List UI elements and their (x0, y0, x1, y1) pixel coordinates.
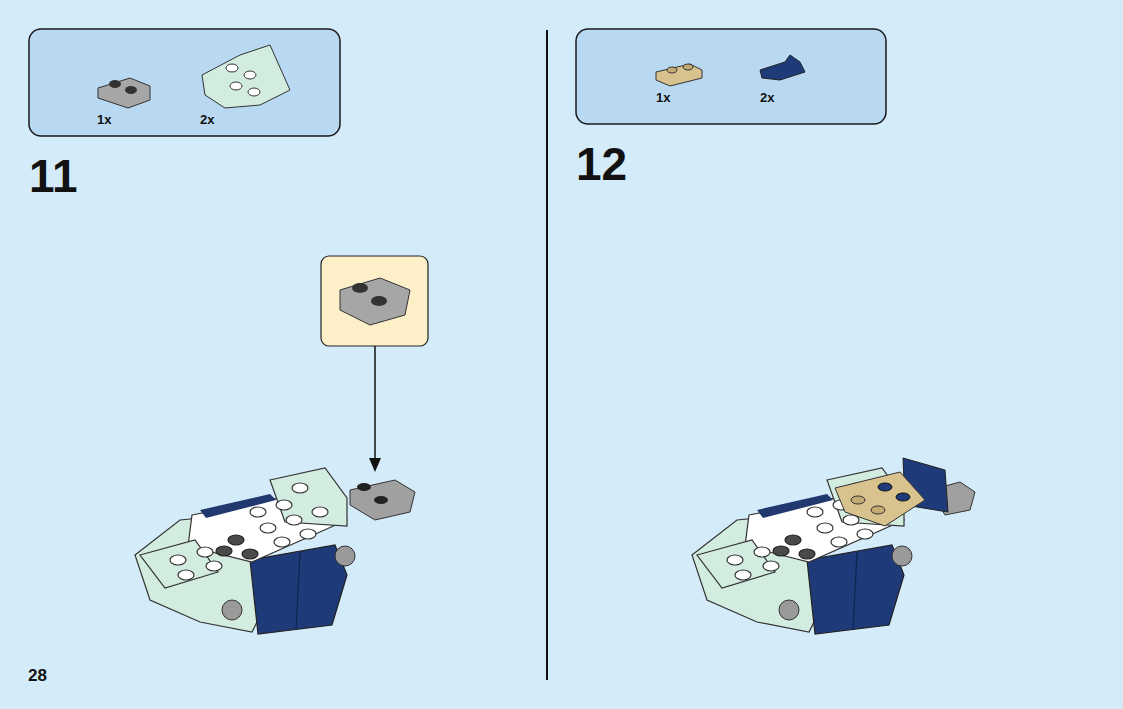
part-drawing (244, 71, 256, 79)
part-drawing (321, 256, 428, 346)
step-number: 12 (576, 141, 627, 187)
step-number: 11 (29, 153, 78, 199)
part-drawing (371, 296, 387, 306)
parts-list-box: 1x 2x (29, 29, 340, 136)
part-drawing (98, 78, 150, 108)
page-number: 28 (28, 667, 47, 684)
part-drawing (760, 55, 805, 80)
part-drawing (202, 45, 290, 108)
part-drawing (357, 483, 371, 491)
part-drawing (871, 506, 885, 514)
part-drawing (896, 493, 910, 501)
part-drawing (135, 468, 355, 634)
part-drawing (683, 64, 693, 70)
part-drawing (851, 496, 885, 514)
part-drawing (835, 472, 925, 526)
part-quantity: 2x (200, 113, 214, 126)
part-drawing (878, 483, 910, 501)
part-drawing (352, 283, 368, 293)
part-quantity: 1x (656, 91, 670, 104)
part-drawing (350, 480, 415, 520)
part-drawing (374, 496, 388, 504)
part-drawing (374, 346, 376, 460)
part-drawing (546, 30, 548, 680)
part-quantity: 2x (760, 91, 774, 104)
part-drawing (576, 29, 886, 124)
part-drawing (369, 458, 381, 472)
part-drawing (125, 86, 137, 94)
part-drawing (226, 64, 260, 96)
part-drawing (656, 64, 702, 86)
part-drawing (851, 496, 865, 504)
part-drawing (667, 67, 677, 73)
part-drawing (29, 29, 340, 136)
part-drawing (230, 82, 242, 90)
part-drawing (878, 483, 892, 491)
parts-list-box: 1x 2x (576, 29, 886, 124)
part-quantity: 1x (97, 113, 111, 126)
part-drawing (248, 88, 260, 96)
part-drawing (226, 64, 238, 72)
part-drawing (109, 80, 121, 88)
part-drawing (340, 278, 410, 325)
